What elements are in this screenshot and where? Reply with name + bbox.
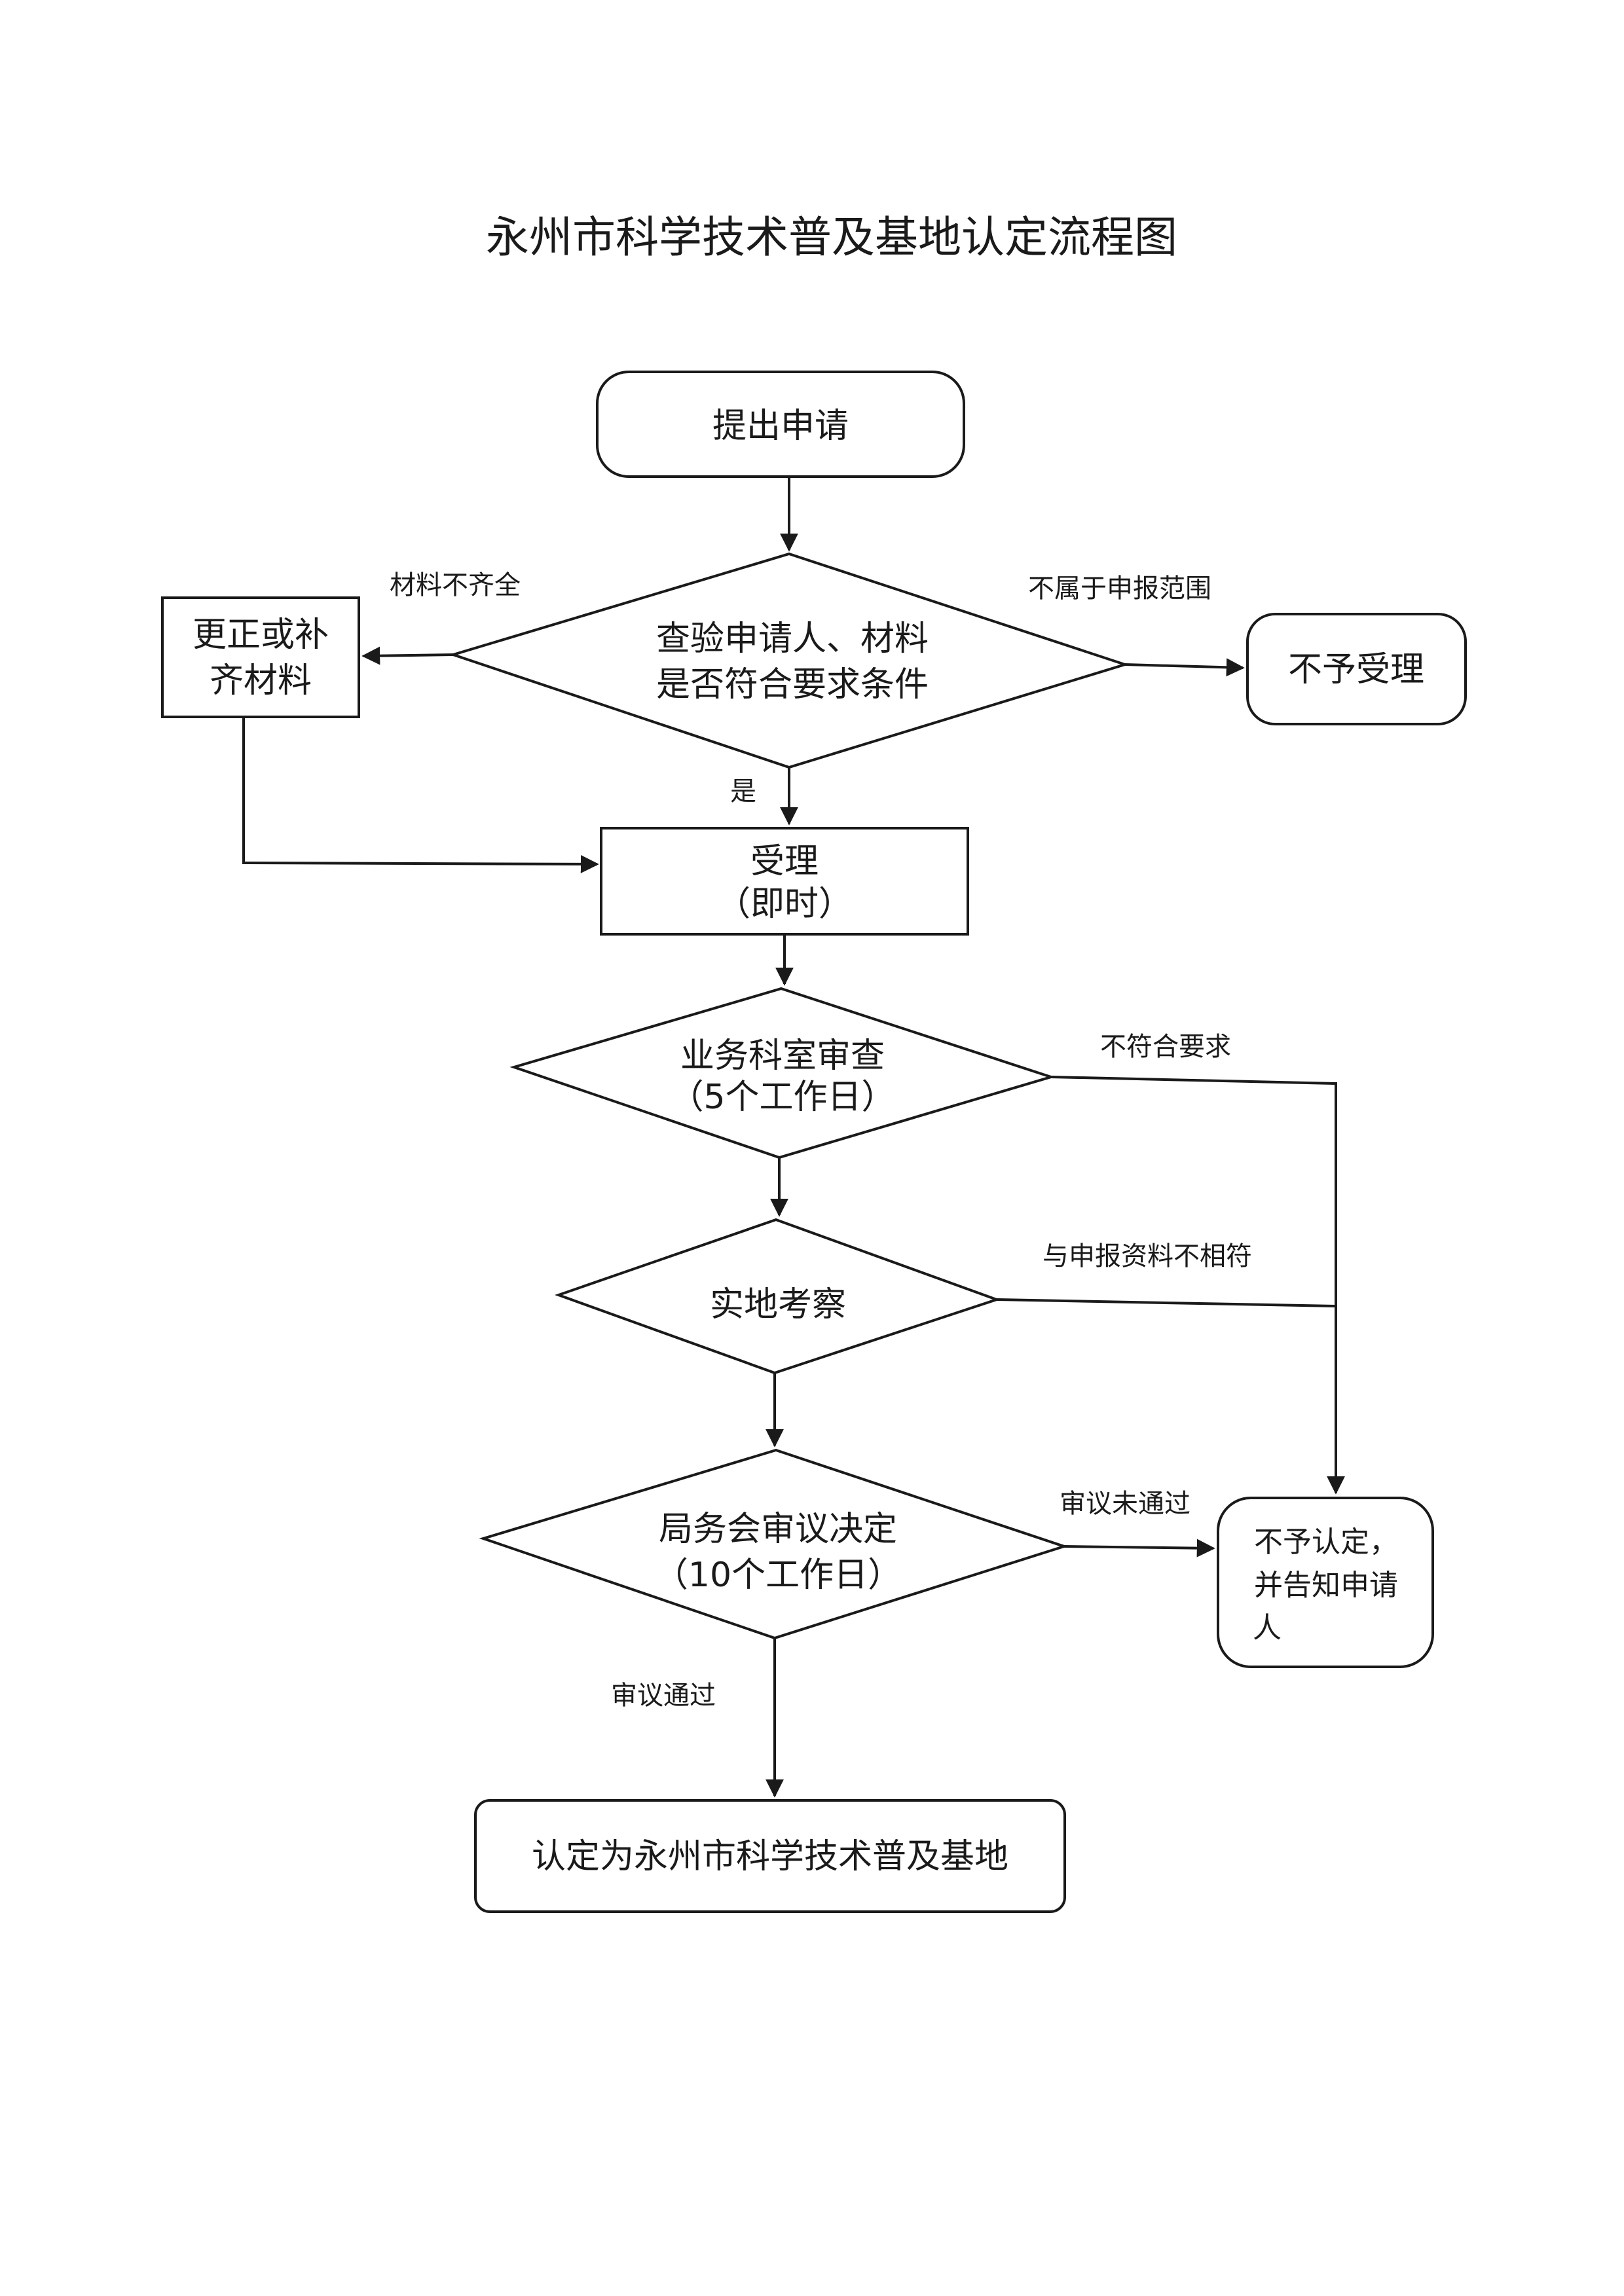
decision-dept-review-label-1: 业务科室审查	[680, 1036, 885, 1076]
page-title: 永州市科学技术普及基地认定流程图	[486, 212, 1177, 263]
node-not-identified-label-3: 人	[1253, 1611, 1282, 1645]
node-accept-label-2: （即时）	[716, 884, 853, 924]
node-correct-materials: 更正或补 齐材料	[161, 596, 360, 718]
decision-bureau-label-1: 局务会审议决定	[659, 1510, 897, 1549]
node-not-accepted: 不予受理	[1246, 613, 1467, 725]
arrow-bureau-to-not-identified	[1063, 1539, 1215, 1558]
decision-bureau-label-2: （10个工作日）	[654, 1556, 902, 1595]
node-submit-label: 提出申请	[712, 407, 849, 446]
decision-dept-review: 业务科室审查 （5个工作日）	[509, 987, 1056, 1159]
edge-label-mismatch: 与申报资料不相符	[1043, 1241, 1252, 1271]
arrow-dept-review-to-not-identified	[1050, 1076, 1345, 1495]
arrow-correct-to-accept	[242, 717, 599, 873]
node-not-identified-label-2: 并告知申请	[1254, 1569, 1398, 1602]
node-not-accepted-label: 不予受理	[1288, 650, 1424, 689]
node-submit-application: 提出申请	[596, 371, 965, 478]
line-site-visit-to-reject-path	[996, 1298, 1337, 1307]
decision-bureau-meeting: 局务会审议决定 （10个工作日）	[479, 1448, 1069, 1640]
node-correct-label-2: 齐材料	[210, 661, 312, 701]
node-not-identified: 不予认定， 并告知申请 人	[1217, 1497, 1434, 1668]
edge-label-not-passed: 审议未通过	[1060, 1489, 1190, 1519]
node-final-identified: 认定为永州市科学技术普及基地	[474, 1799, 1066, 1913]
node-not-identified-label-1: 不予认定，	[1254, 1525, 1398, 1559]
node-accept: 受理 （即时）	[600, 827, 969, 936]
node-correct-label-1: 更正或补	[193, 615, 329, 655]
node-accept-label-1: 受理	[750, 842, 819, 881]
node-final-label: 认定为永州市科学技术普及基地	[532, 1837, 1008, 1876]
decision-check-materials: 查验申请人、材料 是否符合要求条件	[449, 552, 1130, 769]
decision-dept-review-label-2: （5个工作日）	[669, 1078, 895, 1117]
decision-check-label-2: 是否符合要求条件	[656, 665, 929, 704]
decision-check-label-1: 查验申请人、材料	[656, 619, 929, 659]
decision-site-visit-label: 实地考察	[710, 1285, 846, 1324]
edge-label-out-of-scope: 不属于申报范围	[1028, 574, 1211, 604]
edge-label-passed: 审议通过	[611, 1681, 716, 1711]
edge-label-incomplete: 材料不齐全	[390, 570, 521, 600]
edge-label-not-meet: 不符合要求	[1100, 1032, 1231, 1062]
arrow-check-to-correct	[361, 646, 454, 665]
edge-label-yes: 是	[730, 776, 756, 807]
arrow-check-to-not-accepted	[1124, 658, 1245, 677]
decision-site-visit: 实地考察	[554, 1218, 1001, 1375]
